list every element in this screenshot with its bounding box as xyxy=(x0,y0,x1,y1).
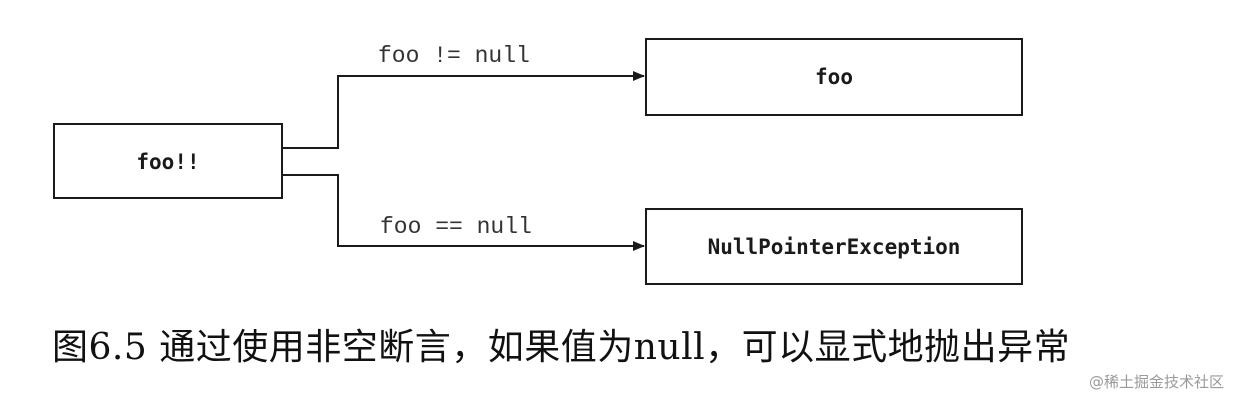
foo-result-node: foo xyxy=(645,38,1023,116)
foo-result-label: foo xyxy=(815,65,853,89)
not-null-connector xyxy=(282,71,645,149)
watermark: @稀土掘金技术社区 xyxy=(1088,373,1224,391)
is-null-edge-label: foo == null xyxy=(380,214,532,240)
flow-diagram: foo!! foo NullPointerException foo != nu… xyxy=(53,38,1023,285)
source-node-label: foo!! xyxy=(136,150,199,174)
source-node: foo!! xyxy=(53,123,283,199)
figure-caption: 图6.5 通过使用非空断言，如果值为null，可以显式地抛出异常 xyxy=(52,327,1071,368)
null-connector xyxy=(282,174,645,251)
not-null-edge-label: foo != null xyxy=(378,43,530,69)
exception-node: NullPointerException xyxy=(645,208,1023,285)
exception-label: NullPointerException xyxy=(708,235,961,259)
